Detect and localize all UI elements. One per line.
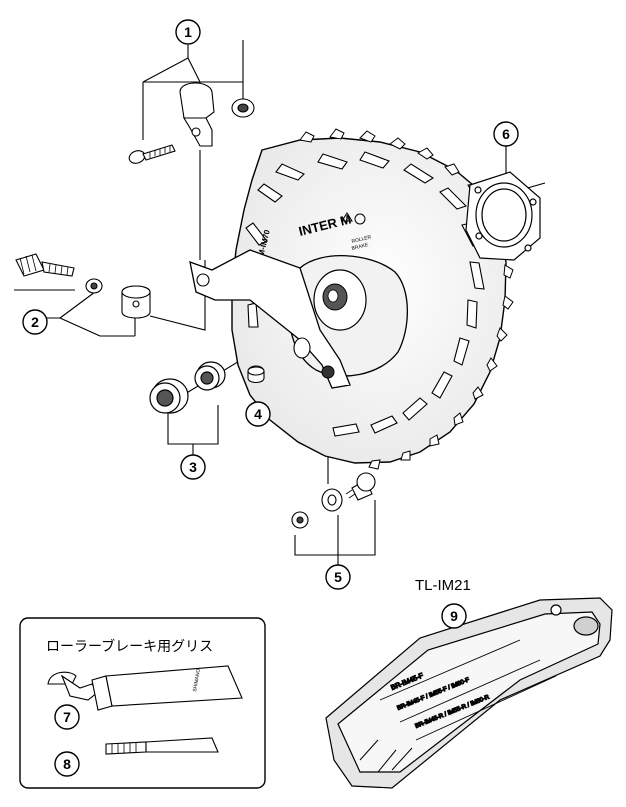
callout-6: 6 [493,121,519,147]
tool-tray [337,611,601,773]
arm-shaft [293,337,311,359]
callout-number: 3 [189,459,197,475]
logo-mark-icon [354,213,366,225]
callout-7: 7 [54,704,80,730]
clamp-band [179,82,215,147]
tool-title: TL-IM21 [415,577,471,594]
callout-number: 7 [63,709,71,725]
adjusting-bolt [15,253,75,277]
callout-4: 4 [245,401,271,427]
callout-5: 5 [325,564,351,590]
roller-marking: ROLLER [351,234,372,245]
callout-number: 8 [63,756,71,772]
grease-box: ローラーブレーキ用グリス SHIMANO [19,617,266,789]
fixing-bolt [128,144,176,164]
callout-number: 1 [184,24,192,40]
part-6-seal-ring [465,171,541,261]
callout-8: 8 [54,751,80,777]
cable-fixing-bolt [121,285,151,319]
part-2-adjust-assembly [15,253,151,319]
brake-marking: BRAKE [351,242,370,252]
callout-number: 6 [502,126,510,142]
part-4-cap [247,365,265,384]
part-3-bearings [149,361,226,414]
arm-fixing-hole [321,365,335,379]
grease-brand: SHIMANO [192,668,202,692]
callout-1: 1 [175,19,201,45]
callout-9: 9 [441,603,467,629]
brake-arm [189,249,351,389]
fixing-bolt-5 [345,472,376,501]
grease-box-title: ローラーブレーキ用グリス [46,638,213,654]
callout-3: 3 [180,454,206,480]
tl-im21-tool: BR-IM45-F BR-IM45-F / IM55-F / IM80-F BR… [325,597,613,789]
clamp-nut [231,98,255,118]
axle-hole-inner [327,289,339,303]
roller-brake-unit: SM-IM70 INTER M ROLLER BRAKE [189,128,514,470]
part-5-fixing-set [291,472,376,529]
arm-hole [196,273,210,287]
bearing-small [194,361,226,391]
callout-number: 2 [31,314,39,330]
grease-tube-large: SHIMANO [47,665,243,711]
grease-tube-small [105,737,219,755]
callout-number: 9 [450,608,458,624]
callout-number: 4 [254,406,262,422]
part-1-band-assembly [128,82,255,164]
bearing-large [149,378,189,414]
warning-triangle-icon [341,212,353,222]
callout-number: 5 [334,569,342,585]
callout-2: 2 [22,309,48,335]
